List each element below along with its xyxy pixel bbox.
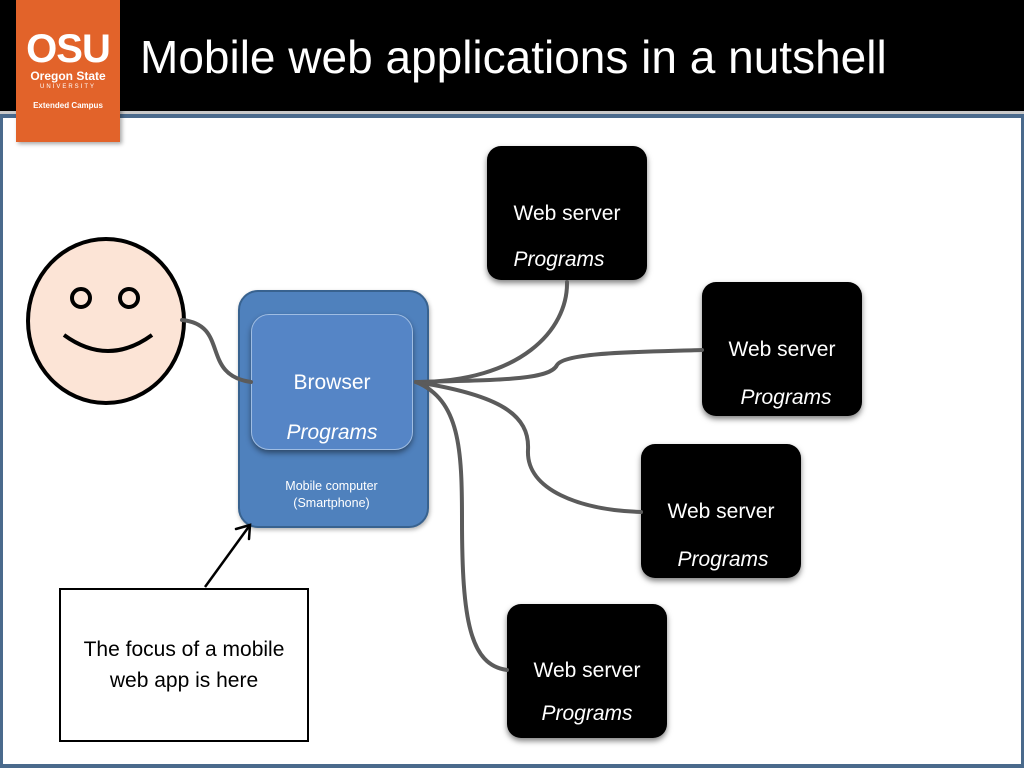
- right-eye: [118, 287, 140, 309]
- osu-logo: OSU Oregon State UNIVERSITY Extended Cam…: [16, 0, 120, 142]
- focus-callout-text: The focus of a mobile web app is here: [83, 638, 285, 692]
- slide-header: [0, 0, 1024, 113]
- logo-line-2: UNIVERSITY: [39, 84, 96, 90]
- mobile-computer-line-1: Mobile computer: [285, 479, 378, 493]
- web-server-4-label: Web server: [533, 659, 641, 682]
- web-server-1-label: Web server: [513, 202, 621, 225]
- logo-brand: OSU: [26, 27, 111, 71]
- smile-mouth: [62, 333, 154, 353]
- mobile-computer-label: Mobile computer (Smartphone): [238, 478, 425, 512]
- web-server-2-label: Web server: [728, 338, 836, 361]
- slide-title: Mobile web applications in a nutshell: [140, 31, 887, 83]
- web-server-2-programs: Programs: [740, 386, 832, 409]
- header-divider: [0, 111, 1024, 114]
- left-eye: [70, 287, 92, 309]
- browser-label: Browser: [293, 371, 371, 394]
- focus-callout-box: The focus of a mobile web app is here: [59, 588, 309, 742]
- web-server-2: Web server Programs: [702, 282, 862, 416]
- browser-box: Browser Programs: [251, 314, 413, 450]
- logo-line-3: Extended Campus: [33, 101, 103, 110]
- user-smiley-face: [26, 237, 186, 405]
- web-server-3-programs: Programs: [677, 548, 769, 571]
- web-server-1-programs: Programs: [513, 248, 605, 271]
- mobile-computer-line-2: (Smartphone): [293, 496, 370, 510]
- web-server-3-label: Web server: [667, 500, 775, 523]
- web-server-4-programs: Programs: [541, 702, 633, 725]
- web-server-4: Web server Programs: [507, 604, 667, 738]
- web-server-1: Web server Programs: [487, 146, 647, 280]
- logo-line-1: Oregon State: [30, 69, 106, 83]
- web-server-3: Web server Programs: [641, 444, 801, 578]
- browser-programs-label: Programs: [286, 421, 378, 444]
